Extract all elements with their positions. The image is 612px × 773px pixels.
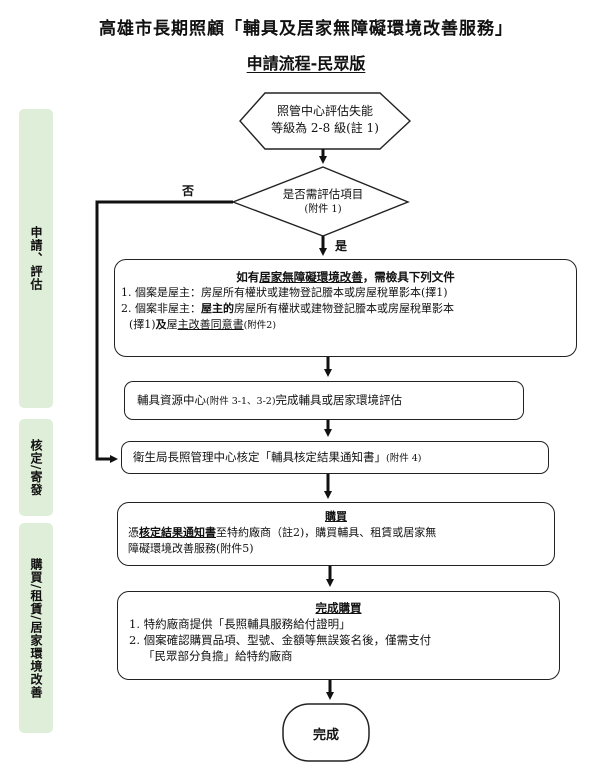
phase-label: 申請、評估 <box>29 226 43 291</box>
complete-purchase-heading: 完成購買 <box>315 601 362 615</box>
document-subtitle: 申請流程-民眾版 <box>0 50 612 74</box>
arrow-no-path <box>95 200 233 463</box>
documents-heading-underlined: 居家無障礙環境改善 <box>259 270 363 284</box>
start-line2: 等級為 2-8 級(註 1) <box>271 121 379 135</box>
end-terminator <box>282 703 370 762</box>
item2-line2-a: (擇1) <box>129 318 156 331</box>
documents-box: 如有居家無障礙環境改善，需檢具下列文件 1. 個案是屋主：房屋所有權狀或建物登記… <box>114 259 577 357</box>
start-node: 照管中心評估失能 等級為 2-8 級(註 1) <box>260 103 390 137</box>
phase-apply-assess: 申請、評估 <box>19 109 53 408</box>
documents-item-2: 2. 個案非屋主：屋主的房屋所有權狀或建物登記謄本或房屋稅單影本 <box>121 301 576 317</box>
assessment-suffix: 完成輔具或居家環境評估 <box>275 392 403 407</box>
approval-main: 衛生局長照管理中心核定「輔具核定結果通知書」 <box>133 449 386 464</box>
documents-item-2-line2: (擇1)及屋主改善同意書(附件2) <box>129 317 576 334</box>
purchase-prefix: 憑 <box>128 526 139 539</box>
approval-note: (附件 4) <box>386 452 422 464</box>
subtitle-text: 申請流程-民眾版 <box>246 54 366 73</box>
phase-label: 購買/租賃/居家環境改善 <box>29 557 43 699</box>
item2-line2-c: (附件2) <box>243 320 277 331</box>
decision-line2: (附件 1) <box>304 204 342 215</box>
yes-label: 是 <box>335 239 348 253</box>
documents-heading: 如有居家無障礙環境改善，需檢具下列文件 <box>115 269 576 285</box>
documents-heading-prefix: 如有 <box>236 270 260 284</box>
purchase-line1-rest: 至特約廠商（註2)，購買輔具、租賃或居家無 <box>216 526 437 539</box>
decision-node: 是否需評估項目 (附件 1) <box>263 186 383 218</box>
phase-label: 核定/寄發 <box>29 438 43 497</box>
item2-line2-underlined: 主改善同意書 <box>177 318 244 331</box>
item2-bold: 屋主的 <box>201 302 234 315</box>
assessment-text: 輔具資源中心(附件 3-1、3-2)完成輔具或居家環境評估 <box>137 392 402 410</box>
purchase-box: 購買 憑核定結果通知書至特約廠商（註2)，購買輔具、租賃或居家無 障礙環境改善服… <box>117 502 555 566</box>
document-title: 高雄市長期照顧「輔具及居家無障礙環境改善服務」 <box>99 19 513 39</box>
documents-item-1: 1. 個案是屋主：房屋所有權狀或建物登記謄本或房屋稅單影本(擇1) <box>121 286 448 299</box>
phase-approve-send: 核定/寄發 <box>19 419 53 516</box>
item2-line2-bold: 及 <box>155 318 167 331</box>
purchase-line2: 障礙環境改善服務(附件5) <box>128 542 254 555</box>
assessment-note: (附件 3-1、3-2) <box>206 395 276 407</box>
documents-heading-suffix: ，需檢具下列文件 <box>362 270 455 284</box>
assessment-prefix: 輔具資源中心 <box>137 392 206 407</box>
purchase-bold-underlined: 核定結果通知書 <box>139 526 216 539</box>
item2-rest: 房屋所有權狀或建物登記謄本或房屋稅單影本 <box>234 302 454 315</box>
complete-purchase-box: 完成購買 1. 特約廠商提供「長照輔具服務給付證明」 2. 個案確認購買品項、型… <box>117 591 560 680</box>
start-hexagon <box>239 92 412 150</box>
assessment-box: 輔具資源中心(附件 3-1、3-2)完成輔具或居家環境評估 <box>124 381 524 420</box>
purchase-line1: 憑核定結果通知書至特約廠商（註2)，購買輔具、租賃或居家無 <box>128 525 554 541</box>
end-label: 完成 <box>312 728 339 743</box>
no-label: 否 <box>182 184 195 198</box>
item2-prefix: 2. 個案非屋主： <box>121 302 201 315</box>
approval-text: 衛生局長照管理中心核定「輔具核定結果通知書」(附件 4) <box>133 449 421 467</box>
start-line1: 照管中心評估失能 <box>276 104 373 118</box>
approval-box: 衛生局長照管理中心核定「輔具核定結果通知書」(附件 4) <box>121 441 549 474</box>
decision-line1: 是否需評估項目 <box>282 187 364 201</box>
phase-purchase-rent-improve: 購買/租賃/居家環境改善 <box>19 523 53 733</box>
complete-item-1: 1. 特約廠商提供「長照輔具服務給付證明」 <box>129 617 351 631</box>
complete-item-2-line2: 「民眾部分負擔」給特約廠商 <box>143 649 293 663</box>
purchase-heading: 購買 <box>325 510 347 523</box>
complete-item-2: 2. 個案確認購買品項、型號、金額等無誤簽名後，僅需支付 <box>129 633 432 647</box>
item2-line2-b: 屋 <box>166 318 178 331</box>
